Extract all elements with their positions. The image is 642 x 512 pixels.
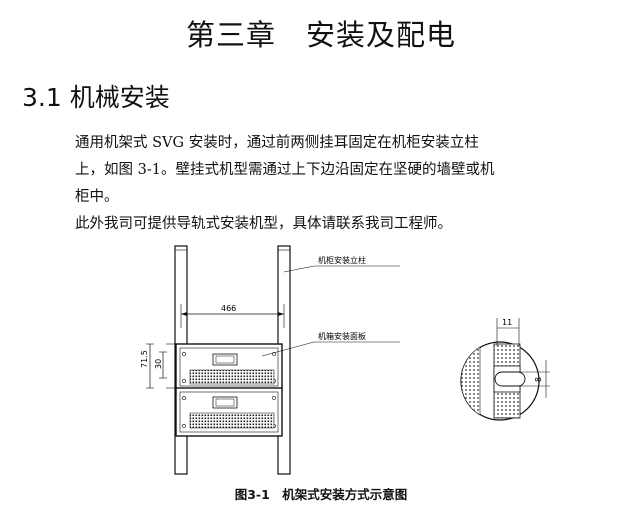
body-text: 通用机架式 SVG 安装时，通过前两侧挂耳固定在机柜安装立柱 上，如图 3-1。…: [75, 130, 615, 238]
chassis-upper: [175, 343, 283, 391]
chassis-lower: [175, 387, 283, 437]
dim-detail-side-label: 8: [534, 377, 543, 382]
dim-height-inner-label: 30: [154, 359, 163, 369]
callout-cabinet-column: 机柜安装立柱: [318, 255, 366, 265]
dim-width-label: 466: [221, 304, 236, 313]
rack-mount-diagram: 466 71.5 30 机柜安装立柱 机箱安装面板: [140, 245, 550, 475]
paragraph-line-2: 上，如图 3-1。壁挂式机型需通过上下边沿固定在坚硬的墙壁或机: [75, 162, 495, 178]
figure-caption: 图3-1 机架式安装方式示意图: [234, 487, 408, 502]
dim-detail-top-label: 11: [502, 318, 512, 327]
paragraph-line-4: 此外我司可提供导轨式安装机型，具体请联系我司工程师。: [75, 216, 452, 232]
chapter-title: 第三章 安装及配电: [185, 18, 456, 52]
paragraph-line-1: 通用机架式 SVG 安装时，通过前两侧挂耳固定在机柜安装立柱: [75, 135, 479, 151]
detail-view: 11 8: [460, 318, 550, 421]
dim-height-outer-label: 71.5: [140, 350, 149, 368]
callout-mounting-panel: 机箱安装面板: [318, 331, 366, 341]
section-title: 3.1 机械安装: [22, 83, 170, 112]
paragraph-line-3: 柜中。: [75, 189, 119, 205]
